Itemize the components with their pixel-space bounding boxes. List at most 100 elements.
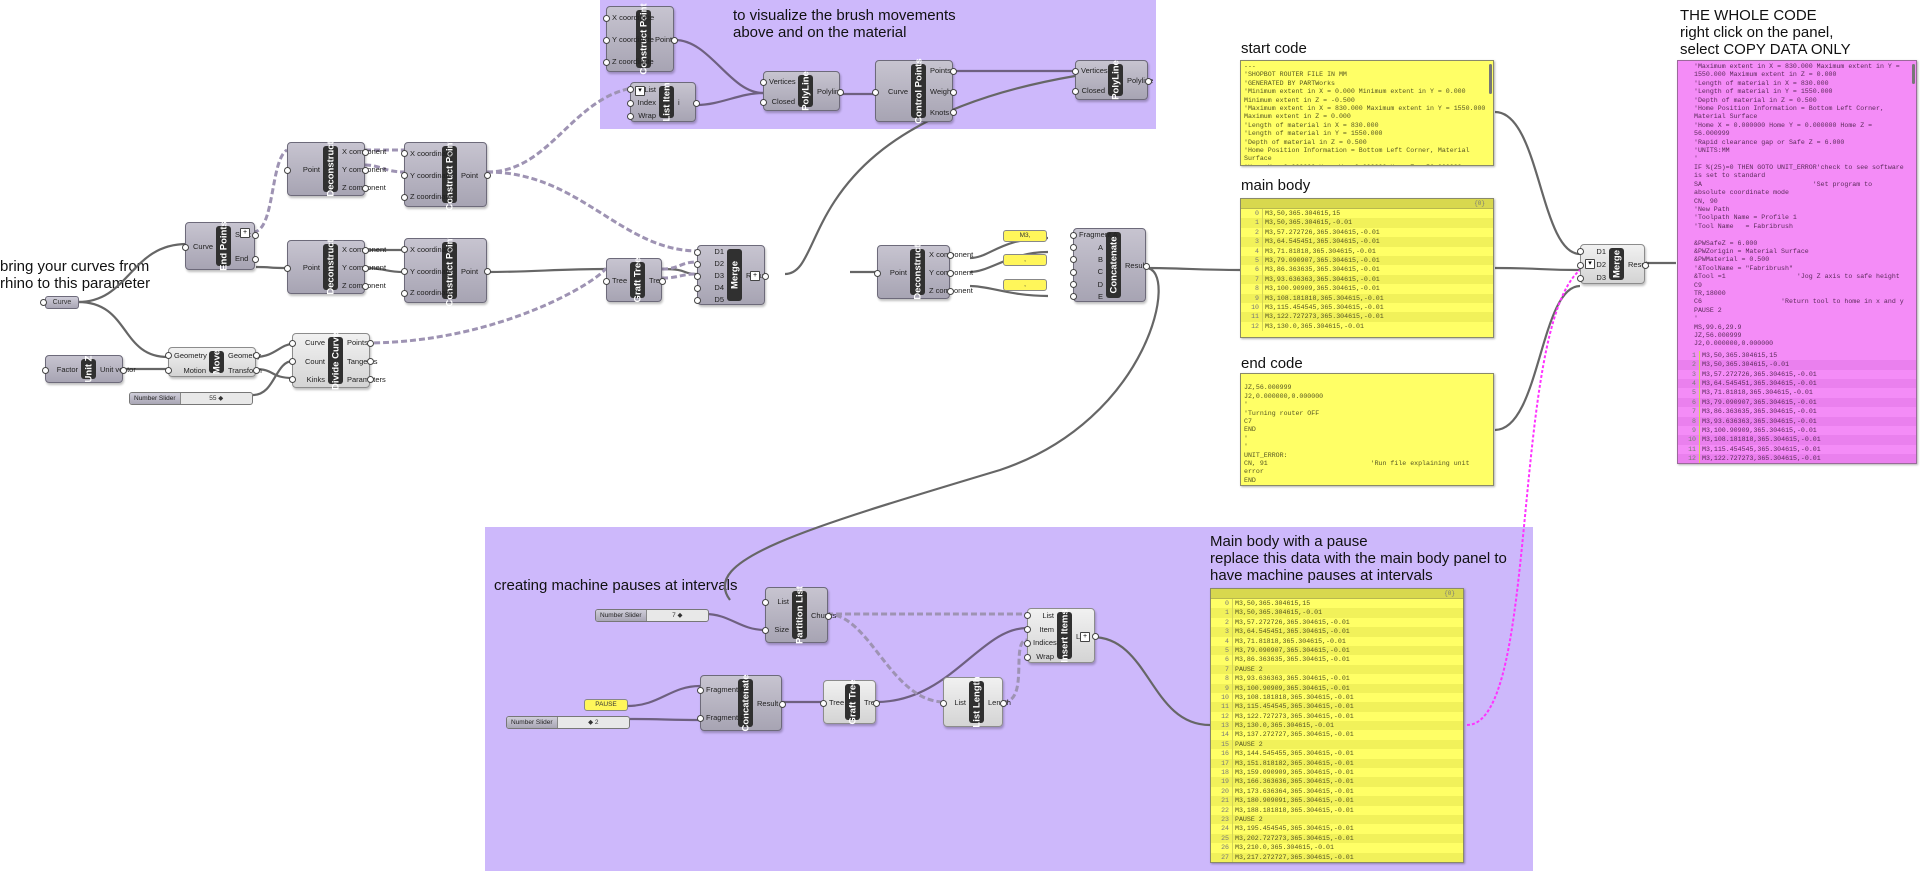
port-grip[interactable]: [42, 366, 49, 374]
port-grip[interactable]: [671, 36, 678, 44]
port-grip[interactable]: [820, 699, 827, 707]
expand-icon[interactable]: +: [750, 271, 760, 281]
slider-value[interactable]: 55 ◆: [209, 395, 224, 402]
expand-icon[interactable]: +: [1080, 631, 1090, 642]
port-grip[interactable]: [284, 166, 291, 174]
port-grip[interactable]: [1072, 67, 1079, 75]
port-grip[interactable]: [362, 264, 369, 272]
port-grip[interactable]: [484, 268, 491, 275]
port-grip[interactable]: [694, 260, 701, 268]
port-grip[interactable]: [1024, 639, 1031, 647]
port-grip[interactable]: [362, 246, 369, 254]
port-grip[interactable]: [947, 251, 954, 259]
port-grip[interactable]: [760, 78, 767, 86]
port-grip[interactable]: [484, 172, 491, 179]
panel-scrollbar[interactable]: [1489, 64, 1492, 94]
port-grip[interactable]: [627, 86, 634, 94]
port-grip[interactable]: [401, 268, 408, 275]
port-grip[interactable]: [401, 193, 408, 201]
port-grip[interactable]: [950, 88, 957, 96]
port-grip[interactable]: [603, 36, 610, 44]
port-grip[interactable]: [289, 339, 296, 347]
port-grip[interactable]: [1577, 274, 1584, 282]
port-grip[interactable]: [873, 699, 880, 707]
port-grip[interactable]: [950, 109, 957, 117]
port-grip[interactable]: [367, 339, 374, 347]
curve-param-input-grip[interactable]: [40, 299, 47, 306]
port-grip[interactable]: [401, 150, 408, 158]
port-grip[interactable]: [603, 58, 610, 66]
port-grip[interactable]: [762, 598, 769, 606]
port-grip[interactable]: [401, 289, 408, 297]
port-grip[interactable]: [694, 272, 701, 280]
end-code-panel[interactable]: JZ,56.000999 J2,0.000000,0.000000 ' 'Tur…: [1240, 373, 1494, 486]
curve-param[interactable]: Curve: [45, 296, 79, 309]
port-grip[interactable]: [362, 166, 369, 174]
partition-size-slider[interactable]: Number Slider 7 ◆: [595, 609, 709, 622]
port-grip[interactable]: [659, 277, 666, 285]
component-list-length[interactable]: List LengthListLength: [940, 676, 1011, 728]
port-grip[interactable]: [1072, 87, 1079, 95]
component-merge-1[interactable]: MergeD1D2D3D4D5Result+: [694, 245, 769, 305]
port-grip[interactable]: [874, 269, 881, 277]
pause-text-param[interactable]: PAUSE: [584, 699, 628, 711]
port-grip[interactable]: [947, 269, 954, 277]
port-grip[interactable]: [165, 352, 172, 359]
port-grip[interactable]: [1070, 231, 1077, 239]
port-grip[interactable]: [1024, 612, 1031, 620]
port-grip[interactable]: [401, 246, 408, 254]
port-grip[interactable]: [627, 99, 634, 107]
port-grip[interactable]: [825, 612, 832, 620]
port-grip[interactable]: [694, 284, 701, 292]
port-grip[interactable]: [1143, 262, 1150, 270]
port-grip[interactable]: [694, 296, 701, 304]
port-grip[interactable]: [947, 287, 954, 295]
port-grip[interactable]: [760, 98, 767, 106]
port-grip[interactable]: [1145, 77, 1152, 85]
port-grip[interactable]: [252, 255, 259, 263]
port-grip[interactable]: [1070, 268, 1077, 276]
port-grip[interactable]: [120, 366, 127, 374]
port-grip[interactable]: [872, 88, 879, 96]
port-grip[interactable]: [693, 99, 700, 107]
port-grip[interactable]: [1024, 653, 1031, 661]
comma-param-1[interactable]: ,: [1003, 254, 1047, 266]
port-grip[interactable]: [940, 699, 947, 707]
port-grip[interactable]: [1092, 633, 1099, 640]
expand-icon[interactable]: ▾: [1585, 259, 1595, 269]
pause-seconds-slider[interactable]: Number Slider ◆ 2: [506, 716, 630, 729]
port-grip[interactable]: [762, 272, 769, 280]
port-grip[interactable]: [697, 686, 704, 694]
comma-param-2[interactable]: ,: [1003, 279, 1047, 291]
port-grip[interactable]: [779, 700, 786, 708]
port-grip[interactable]: [401, 172, 408, 179]
divide-count-slider[interactable]: Number Slider 55 ◆: [129, 392, 253, 405]
port-grip[interactable]: [362, 282, 369, 290]
port-grip[interactable]: [1070, 281, 1077, 288]
slider-value[interactable]: 7 ◆: [672, 612, 683, 619]
expand-icon[interactable]: ▾: [635, 86, 645, 96]
port-grip[interactable]: [289, 358, 296, 365]
port-grip[interactable]: [762, 626, 769, 634]
component-insert-items[interactable]: Insert ItemsListItemIndicesWrapList+: [1024, 608, 1099, 663]
port-grip[interactable]: [950, 67, 957, 75]
port-grip[interactable]: [362, 184, 369, 192]
port-grip[interactable]: [603, 277, 610, 285]
port-grip[interactable]: [284, 264, 291, 272]
port-grip[interactable]: [165, 367, 172, 374]
port-grip[interactable]: [1070, 244, 1077, 251]
